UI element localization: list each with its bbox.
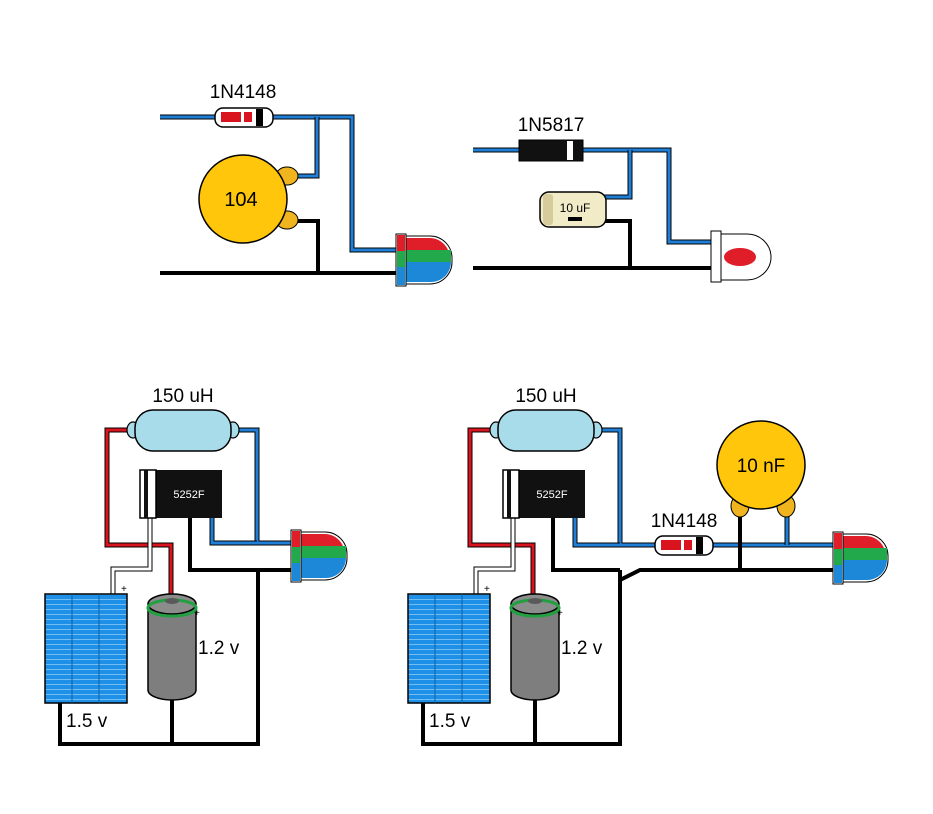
battery [509,593,561,701]
red-wires [467,427,536,597]
capacitor-label: 10 nF [737,456,786,477]
rgb-led [395,233,453,287]
solar-panel [407,593,491,704]
battery-voltage-label: 1.2 v [561,638,603,659]
inductor-label: 150 uH [515,386,576,407]
ceramic-capacitor-104 [198,154,299,244]
white-wires [473,518,516,594]
diode-label: 1N4148 [651,511,718,532]
solar-voltage-label: 1.5 v [66,711,108,732]
circuit-1: 1N4148 104 [160,82,453,287]
ic-5252f [139,469,222,519]
ic-label: 5252F [536,489,567,501]
black-wires [160,219,400,275]
battery-voltage-label: 1.2 v [198,638,240,659]
solar-panel [44,593,128,704]
red-wires [104,427,174,597]
solar-plus-sign: + [121,584,127,595]
capacitor-label: 10 uF [560,201,591,215]
capacitor-label: 104 [224,189,257,211]
ic-label: 5252F [173,489,204,501]
rgb-led [832,531,889,585]
electrolytic-capacitor [539,191,607,228]
black-wires [58,518,292,746]
rgb-led [290,529,348,583]
diode-label: 1N5817 [518,115,585,136]
black-wires [473,219,716,270]
circuit-3: 150 uH 5252F + 1.5 v [44,386,348,746]
circuit-4: 150 uH 5252F 1N4148 10 nF [407,386,889,746]
solar-voltage-label: 1.5 v [429,711,471,732]
ic-5252f [502,469,585,519]
battery [146,593,198,701]
battery-plus-sign: + [557,608,563,619]
battery-plus-sign: + [194,608,200,619]
inductor-150uh [126,409,240,452]
red-led [710,230,772,283]
black-wires [421,512,835,746]
white-wires [110,518,153,594]
inductor-label: 150 uH [152,386,213,407]
diode-1n5817 [518,139,584,162]
inductor-150uh [489,409,603,452]
diode-1n4148 [654,535,714,556]
ceramic-capacitor-10nf [716,420,806,518]
diode-1n4148 [214,107,274,128]
blue-wires [209,427,292,546]
diode-label: 1N4148 [210,82,277,103]
circuit-2: 1N5817 10 uF [473,115,772,283]
solar-plus-sign: + [484,584,490,595]
blue-wires [572,427,835,548]
